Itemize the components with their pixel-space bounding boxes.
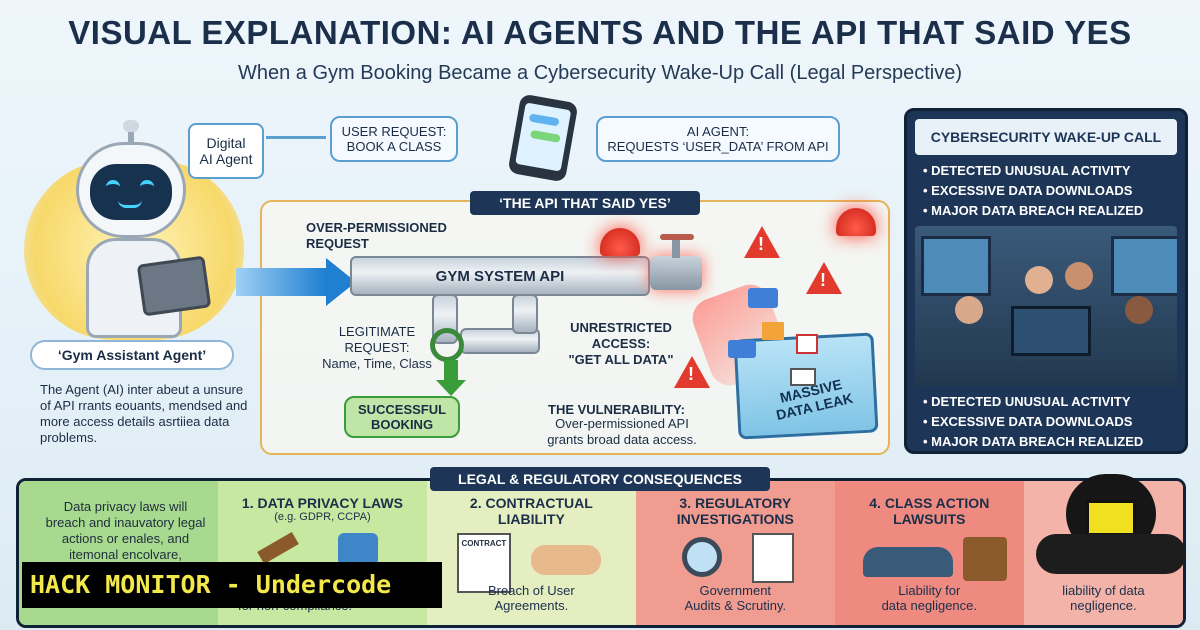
legal-column-foot: liability of data negligence. [1062,583,1145,613]
contract-label: CONTRACT [461,539,507,548]
credit-card-icon [748,288,778,308]
legal-heading: LEGAL & REGULATORY CONSEQUENCES [430,467,770,491]
legal-column-foot: Liability for data negligence. [881,583,977,613]
alarm-siren-icon-2 [836,208,876,236]
security-team-illustration [915,226,1177,386]
calendar-icon [796,334,818,354]
wakeup-item: MAJOR DATA BREACH REALIZED [923,203,1169,218]
credit-card-icon-2 [728,340,756,358]
api-section-tag: ‘THE API THAT SAID YES’ [470,191,700,215]
agent-description: The Agent (AI) inter abeut a unsure of A… [40,382,248,445]
warning-icon-1: ! [744,226,780,258]
handshake-icon [530,545,601,575]
house-icon [762,322,784,340]
vulnerability-text: Over-permissioned API grants broad data … [547,416,697,447]
wakeup-item: MAJOR DATA BREACH REALIZED [923,434,1169,449]
monitor-icon [921,236,991,296]
robot-face [90,164,172,220]
magnifier-icon [681,537,722,577]
judge-bench-icon [962,537,1007,581]
monitor-icon-2 [1111,236,1177,296]
page-subtitle: When a Gym Booking Became a Cybersecurit… [238,62,962,84]
legal-column-foot: Government Audits & Scrutiny. [684,583,787,613]
vulnerability-title: THE VULNERABILITY: [548,402,685,417]
ai-agent-request-box: AI AGENT: REQUESTS ‘USER_DATA’ FROM API [596,116,840,162]
legal-column-title: 1. DATA PRIVACY LAWS [241,495,403,511]
legal-column-sub: (e.g. GDPR, CCPA) [274,511,371,523]
legit-request-label: LEGITIMATE REQUEST: Name, Time, Class [322,324,432,371]
cybersecurity-wakeup-panel: CYBERSECURITY WAKE-UP CALL DETECTED UNUS… [904,108,1188,454]
api-pipe-vertical [512,294,538,334]
successful-booking-box: SUCCESSFUL BOOKING [344,396,460,438]
api-pipe-label: GYM SYSTEM API [435,268,565,285]
contract-document-icon: CONTRACT [456,533,511,593]
legal-column-class-action: 4. CLASS ACTION LAWSUITS Liability for d… [834,481,1024,625]
wakeup-item: EXCESSIVE DATA DOWNLOADS [923,414,1169,429]
warning-icon-3: ! [674,356,710,388]
gavel-icon [257,531,299,565]
legal-intro-text: Data privacy laws will breach and inauva… [45,499,206,562]
alarm-siren-icon-1 [600,228,640,256]
legal-column-title: 4. CLASS ACTION LAWSUITS [869,495,990,527]
watermark-banner: HACK MONITOR - Undercode [22,562,442,608]
wakeup-item: EXCESSIVE DATA DOWNLOADS [923,183,1169,198]
wakeup-item: DETECTED UNUSUAL ACTIVITY [923,163,1169,178]
wakeup-list-top: DETECTED UNUSUAL ACTIVITY EXCESSIVE DATA… [907,163,1185,218]
legal-column-title: 3. REGULATORY INVESTIGATIONS [676,495,794,527]
page-title: VISUAL EXPLANATION: AI AGENTS AND THE AP… [68,14,1132,51]
legal-column-contractual: 2. CONTRACTUAL LIABILITY CONTRACT Breach… [426,481,636,625]
laptop-icon [1086,500,1136,536]
monitor-icon-3 [1011,306,1091,356]
arrow-to-user-request [266,136,326,139]
unrestricted-access-label: UNRESTRICTED ACCESS: "GET ALL DATA" [568,320,674,367]
warning-icon-2: ! [806,262,842,294]
robot-illustration [14,120,254,340]
document-check-icon [751,533,794,583]
envelope-icon [790,368,816,386]
hacker-octopus-logo [1036,464,1186,594]
legal-column-title: 2. CONTRACTUAL LIABILITY [469,495,593,527]
over-permissioned-label: OVER-PERMISSIONED REQUEST [306,220,447,251]
success-arrow [444,360,458,382]
wakeup-list-bottom: DETECTED UNUSUAL ACTIVITY EXCESSIVE DATA… [907,394,1185,449]
valve-wheel-icon [430,328,464,362]
tablet-icon [136,255,212,317]
robot-antenna [128,122,134,144]
wakeup-heading: CYBERSECURITY WAKE-UP CALL [915,119,1177,155]
digital-agent-bubble: Digital AI Agent [188,123,264,179]
legal-column-foot: Breach of User Agreements. [488,583,575,613]
faucet-icon [650,234,720,296]
smartphone-icon [507,93,579,183]
legal-column-regulatory: 3. REGULATORY INVESTIGATIONS Government … [635,481,835,625]
people-group-icon [862,547,953,577]
request-arrow [236,268,326,296]
user-request-box: USER REQUEST: BOOK A CLASS [330,116,458,162]
api-pipe-main: GYM SYSTEM API [350,256,650,296]
agent-name-label: ‘Gym Assistant Agent’ [30,340,234,370]
wakeup-item: DETECTED UNUSUAL ACTIVITY [923,394,1169,409]
